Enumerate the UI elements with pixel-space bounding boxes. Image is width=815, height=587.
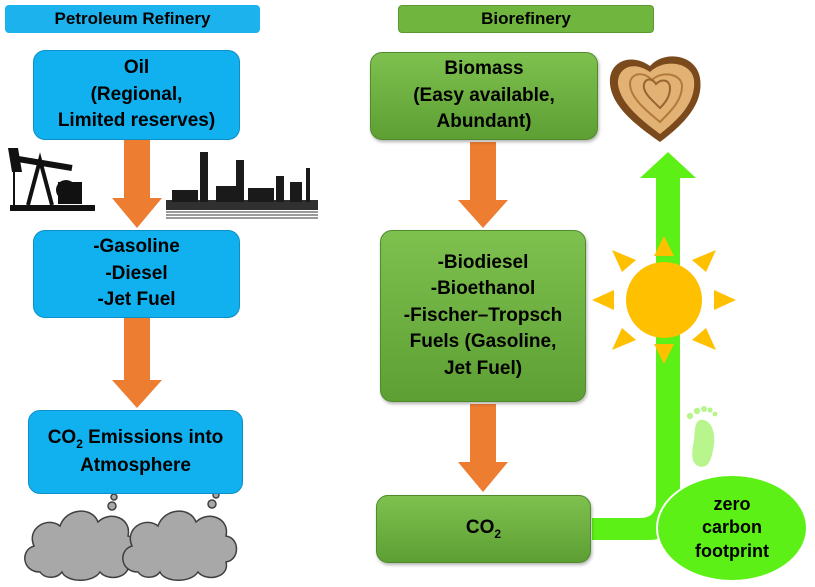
zero-line: footprint	[695, 540, 769, 561]
co2-label: CO2	[466, 515, 501, 543]
co2-co: CO	[465, 517, 495, 539]
biofuel-item: -Bioethanol	[430, 278, 536, 300]
oil-box-line: Oil	[123, 57, 150, 79]
cycle-arrow	[592, 152, 696, 540]
arrow-fuels-to-co2	[458, 404, 508, 492]
biofuels-box: -Biodiesel -Bioethanol -Fischer–Tropsch …	[380, 230, 586, 402]
emissions-sub: 2	[76, 436, 83, 451]
arrow-oil-to-fuels	[112, 140, 162, 228]
biomass-box-line: Abundant)	[436, 111, 532, 133]
co2-sub: 2	[494, 527, 502, 541]
refinery-icon	[166, 152, 318, 219]
biomass-box-line: Biomass	[444, 58, 524, 80]
emissions-line-2: Atmosphere	[80, 454, 191, 476]
biorefinery-header: Biorefinery	[398, 5, 654, 33]
petroleum-fuel-item: -Diesel	[105, 262, 168, 284]
emissions-line-1: CO2 Emissions into	[48, 425, 224, 453]
zero-line: carbon	[701, 517, 762, 538]
oil-pumpjack-icon	[8, 148, 95, 211]
oil-box-line: (Regional,	[90, 83, 183, 105]
petroleum-fuels-box: -Gasoline -Diesel -Jet Fuel	[33, 230, 240, 318]
cloud-icon	[24, 493, 140, 581]
footprint-icon	[686, 406, 718, 467]
zero-line: zero	[713, 493, 751, 514]
cloud-icon	[122, 491, 238, 581]
petroleum-header: Petroleum Refinery	[5, 5, 260, 33]
emissions-co: CO	[47, 426, 77, 448]
petroleum-fuel-item: -Gasoline	[93, 236, 180, 258]
oil-box-line: Limited reserves)	[57, 110, 216, 132]
oil-box: Oil (Regional, Limited reserves)	[33, 50, 240, 140]
biofuel-item: Jet Fuel)	[443, 357, 523, 379]
co2-box: CO2	[376, 495, 591, 563]
emissions-rest: Emissions into	[82, 426, 224, 448]
biofuel-item: -Fischer–Tropsch	[403, 304, 563, 326]
biofuel-item: -Biodiesel	[437, 251, 529, 273]
petroleum-fuel-item: -Jet Fuel	[97, 289, 176, 311]
sun-icon	[592, 236, 736, 364]
emissions-box: CO2 Emissions into Atmosphere	[28, 410, 243, 494]
arrow-fuels-to-emissions	[112, 318, 162, 408]
arrow-biomass-to-fuels	[458, 142, 508, 228]
zero-carbon-footprint-badge: zero carbon footprint	[656, 474, 808, 582]
biofuel-item: Fuels (Gasoline,	[409, 331, 557, 353]
biomass-box-line: (Easy available,	[413, 84, 555, 106]
wood-slice-heart-icon	[609, 56, 701, 142]
biomass-box: Biomass (Easy available, Abundant)	[370, 52, 598, 140]
